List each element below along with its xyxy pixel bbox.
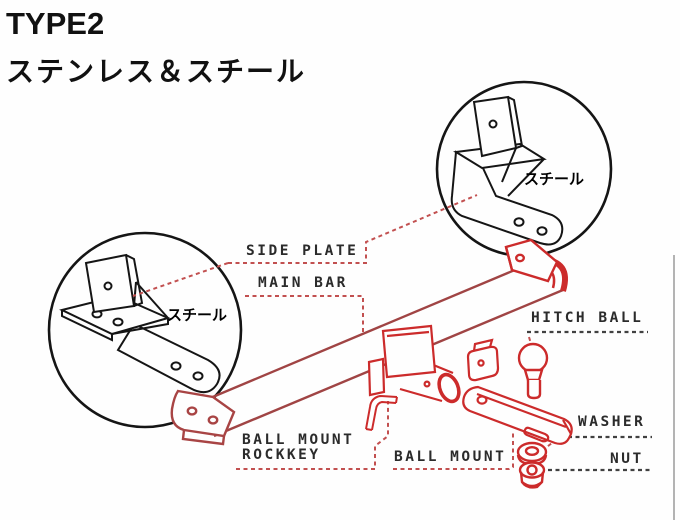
left-callout-circle xyxy=(47,231,243,429)
receiver-drawing xyxy=(367,324,461,404)
label-washer: WASHER xyxy=(578,414,646,430)
side-plate-leader-right xyxy=(228,194,478,264)
ball-mount-drawing xyxy=(462,385,573,445)
label-side-plate: SIDE PLATE xyxy=(246,243,359,259)
rockkey-pin-drawing xyxy=(365,394,398,431)
washer-drawing xyxy=(516,441,548,466)
nut-drawing xyxy=(518,461,546,489)
red-leader-lines xyxy=(132,194,558,470)
right-steel-side-plate-drawing xyxy=(450,95,564,246)
label-hitch-ball: HITCH BALL xyxy=(531,310,644,326)
steel-callout-left: スチール xyxy=(167,306,228,324)
lock-box-drawing xyxy=(466,338,500,382)
label-nut: NUT xyxy=(610,451,644,467)
hitch-ball-leader xyxy=(528,336,532,345)
label-ball-mount: BALL MOUNT xyxy=(394,449,507,465)
page-subtitle: ステンレス＆スチール xyxy=(6,55,307,88)
label-main-bar: MAIN BAR xyxy=(258,275,348,291)
hitch-ball-drawing xyxy=(517,342,549,400)
main-bar-leader xyxy=(245,295,364,334)
side-plate-leader-left xyxy=(132,262,229,297)
left-end-plate-drawing xyxy=(170,389,236,446)
label-ball-mount-rockkey-line1: BALL MOUNT xyxy=(242,432,355,448)
steel-callout-right: スチール xyxy=(524,170,585,188)
right-end-plate-drawing xyxy=(504,238,559,283)
page-title: TYPE2 xyxy=(6,6,105,41)
label-ball-mount-rockkey-line2: ROCKKEY xyxy=(242,447,321,463)
left-steel-side-plate-drawing xyxy=(59,253,221,394)
ball-mount-leader xyxy=(393,431,514,470)
ball-mount-rockkey-leader xyxy=(236,401,389,470)
